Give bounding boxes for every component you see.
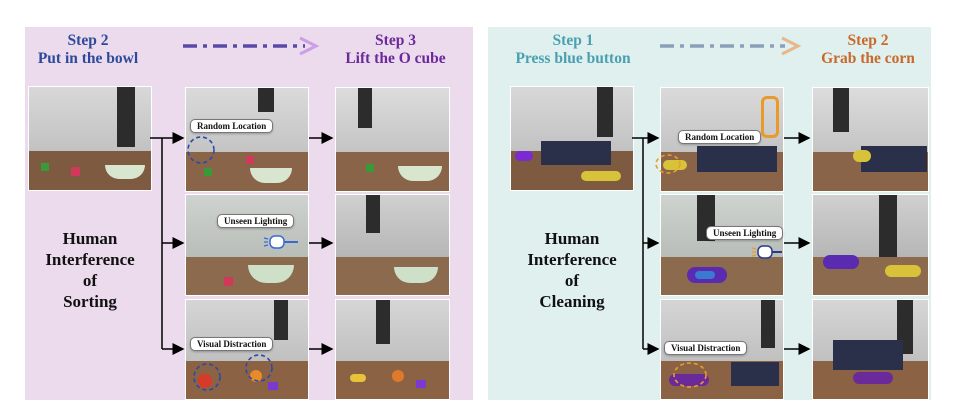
right-step-b-title: Step 2: [847, 32, 889, 49]
cleaning-center-title: Human Interference of Cleaning: [512, 228, 632, 312]
cleaning-initial-photo: [510, 86, 634, 191]
distraction-highlight-circle: [187, 136, 215, 164]
left-step-a: Step 2 Put in the bowl: [28, 32, 148, 68]
right-step-b: Step 2 Grab the corn: [805, 32, 931, 68]
sorting-result-photo-3: [335, 299, 450, 400]
sorting-title-line: of: [82, 271, 98, 290]
tag-visual-distraction: Visual Distraction: [190, 337, 274, 351]
distraction-highlight-circle: [673, 362, 707, 388]
cleaning-result-photo-2: [812, 194, 929, 296]
sorting-initial-photo: [28, 86, 152, 191]
left-step-b-title: Step 3: [375, 32, 416, 49]
lamp-icon: [751, 245, 782, 259]
right-step-a: Step 1 Press blue button: [498, 32, 648, 68]
sorting-title-line: Sorting: [63, 292, 117, 311]
tag-random-location: Random Location: [678, 130, 762, 144]
tag-visual-distraction: Visual Distraction: [664, 341, 748, 355]
left-step-a-subtitle: Put in the bowl: [37, 50, 139, 67]
right-step-b-subtitle: Grab the corn: [821, 50, 915, 67]
sorting-title-line: Interference: [45, 250, 135, 269]
sorting-center-title: Human Interference of Sorting: [30, 228, 150, 312]
cleaning-title-line: of: [564, 271, 580, 290]
distraction-highlight-circle: [655, 154, 681, 174]
left-step-b: Step 3 Lift the O cube: [328, 32, 463, 68]
right-step-a-title: Step 1: [552, 32, 594, 49]
cleaning-result-photo-3: [812, 299, 929, 400]
left-step-a-title: Step 2: [67, 32, 109, 49]
distraction-highlight-circle: [193, 363, 221, 391]
cleaning-title-line: Human: [544, 229, 600, 248]
tag-random-location: Random Location: [190, 119, 274, 133]
cleaning-random-location-photo: [660, 87, 784, 192]
tag-unseen-lighting: Unseen Lighting: [706, 226, 784, 240]
sorting-result-photo-1: [335, 87, 450, 192]
sorting-visual-distraction-photo: [185, 299, 309, 400]
sorting-title-line: Human: [62, 229, 118, 248]
left-step-b-subtitle: Lift the O cube: [345, 50, 446, 67]
lamp-icon: [263, 235, 298, 249]
cleaning-title-line: Interference: [527, 250, 617, 269]
cleaning-title-line: Cleaning: [539, 292, 605, 311]
distraction-highlight-circle: [245, 354, 273, 382]
sorting-result-photo-2: [335, 194, 450, 296]
cleaning-visual-distraction-photo: [660, 299, 784, 400]
right-step-a-subtitle: Press blue button: [515, 50, 631, 67]
tag-unseen-lighting: Unseen Lighting: [217, 214, 295, 228]
cleaning-result-photo-1: [812, 87, 929, 192]
